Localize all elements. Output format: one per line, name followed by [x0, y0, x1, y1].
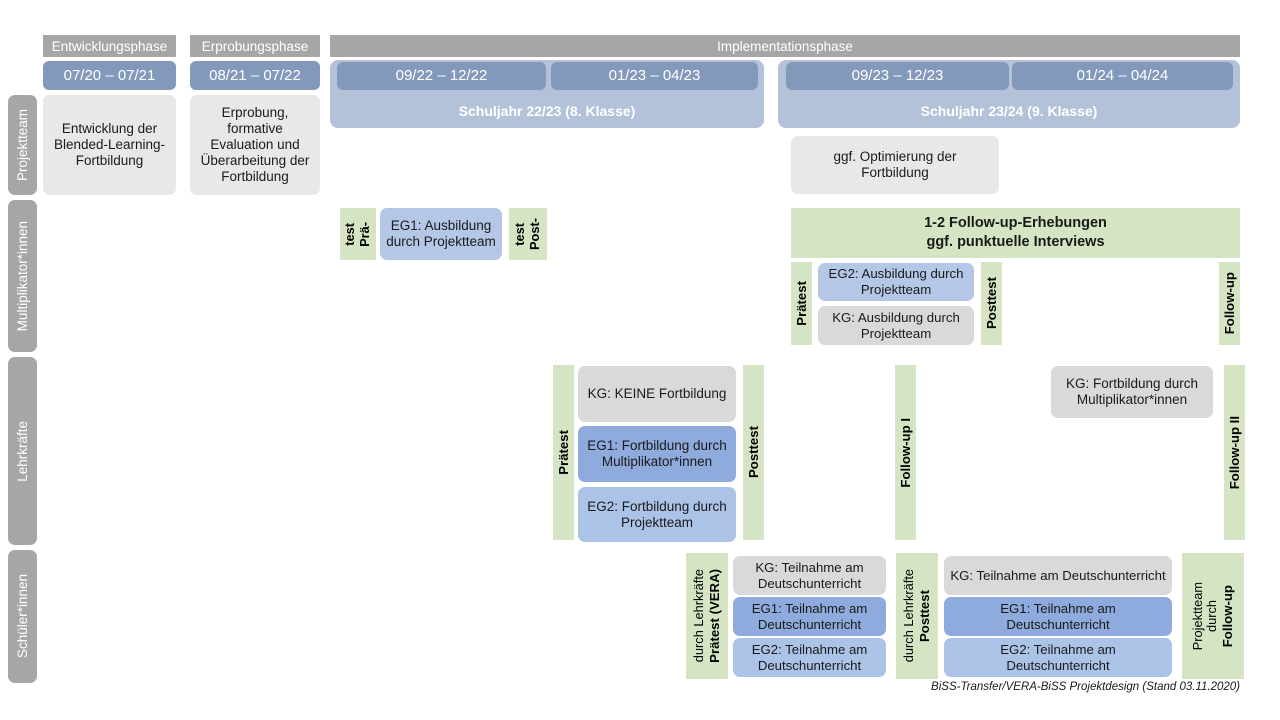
posttest-label: Posttest: [983, 277, 999, 330]
multiplikator-praetest-1: test Prä-: [340, 208, 376, 260]
projektteam-entwicklung-label: Entwicklung der Blended-Learning-Fortbil…: [53, 121, 166, 168]
multiplikator-posttest-2: Posttest: [981, 262, 1002, 345]
praetest-line-2: test: [342, 222, 358, 246]
projektteam-erprobung-label: Erprobung, formative Evaluation und Über…: [200, 105, 310, 184]
schueler-right-eg2-label: EG2: Teilnahme am Deutschunterricht: [1000, 641, 1116, 673]
footer-credit-text: BiSS-Transfer/VERA-BiSS Projektdesign (S…: [931, 681, 1240, 693]
school-year-label: Schuljahr 23/24 (9. Klasse): [920, 103, 1098, 119]
period-chip-0922-1222: 09/22 – 12/22: [337, 62, 546, 90]
phase-header-entwicklungsphase: Entwicklungsphase: [43, 35, 176, 57]
schueler-left-eg1-box: EG1: Teilnahme am Deutschunterricht: [733, 597, 886, 636]
multiplikator-praetest-2: Prätest: [791, 262, 812, 345]
schueler-left-kg-label: KG: Teilnahme am Deutschunterricht: [755, 559, 864, 591]
multiplikator-kg-box: KG: Ausbildung durch Projektteam: [818, 306, 974, 345]
followup-1-label: Follow-up I: [897, 417, 913, 488]
followup-banner-line-2: ggf. punktuelle Interviews: [926, 234, 1105, 250]
row-label-text: Lehrkräfte: [15, 420, 30, 482]
phase-header-implementationsphase: Implementationsphase: [330, 35, 1240, 57]
schueler-left-eg1-label: EG1: Teilnahme am Deutschunterricht: [751, 600, 868, 632]
row-label-multiplikatorinnen: Multiplikator*innen: [8, 200, 37, 352]
period-chip-0923-1223: 09/23 – 12/23: [786, 62, 1009, 90]
school-year-label: Schuljahr 22/23 (8. Klasse): [458, 103, 636, 119]
lehrkraefte-eg1-label: EG1: Fortbildung durch Multiplikator*inn…: [587, 438, 727, 469]
phase-header-label: Erprobungsphase: [201, 38, 309, 54]
schueler-right-eg1-label: EG1: Teilnahme am Deutschunterricht: [1000, 600, 1116, 632]
schueler-right-kg-label: KG: Teilnahme am Deutschunterricht: [950, 567, 1166, 583]
row-label-text: Multiplikator*innen: [15, 220, 30, 332]
row-label-text: Projektteam: [15, 108, 30, 182]
row-label-projektteam: Projektteam: [8, 95, 37, 195]
posttest-bold-label: Posttest: [916, 589, 932, 643]
followup-sub1-label: durch: [1204, 599, 1220, 632]
schueler-left-eg2-box: EG2: Teilnahme am Deutschunterricht: [733, 638, 886, 677]
schueler-left-kg-box: KG: Teilnahme am Deutschunterricht: [733, 556, 886, 595]
lehrkraefte-kg-fortbildung-label: KG: Fortbildung durch Multiplikator*inne…: [1065, 376, 1199, 407]
period-label: 08/21 – 07/22: [209, 66, 301, 84]
projektteam-erprobung-box: Erprobung, formative Evaluation und Über…: [190, 95, 320, 195]
schueler-right-kg-box: KG: Teilnahme am Deutschunterricht: [944, 556, 1172, 595]
schueler-followup: Projektteam durch Follow-up: [1182, 553, 1244, 679]
lehrkraefte-followup-1: Follow-up I: [895, 365, 916, 540]
multiplikator-eg1-box: EG1: Ausbildung durch Projektteam: [380, 208, 502, 260]
multiplikator-followup-banner: 1-2 Follow-up-Erhebungen ggf. punktuelle…: [791, 208, 1240, 258]
period-chip-0124-0424: 01/24 – 04/24: [1012, 62, 1233, 90]
multiplikator-eg2-label: EG2: Ausbildung durch Projektteam: [828, 266, 964, 297]
schueler-praetest-vera: durch Lehrkräfte Prätest (VERA): [686, 553, 728, 679]
lehrkraefte-kg-keine-label: KG: KEINE Fortbildung: [587, 386, 727, 402]
multiplikator-eg2-box: EG2: Ausbildung durch Projektteam: [818, 263, 974, 301]
row-label-text: Schüler*innen: [15, 574, 30, 659]
followup-bold-label: Follow-up: [1220, 584, 1236, 648]
footer-credit: BiSS-Transfer/VERA-BiSS Projektdesign (S…: [640, 681, 1240, 693]
lehrkraefte-followup-2: Follow-up II: [1224, 365, 1245, 540]
row-label-schuelerinnen: Schüler*innen: [8, 550, 37, 683]
period-label: 07/20 – 07/21: [63, 66, 156, 84]
posttest-line-2: test: [512, 222, 528, 246]
projektteam-entwicklung-box: Entwicklung der Blended-Learning-Fortbil…: [43, 95, 176, 195]
schueler-posttest: durch Lehrkräfte Posttest: [896, 553, 938, 679]
phase-header-label: Entwicklungsphase: [51, 38, 168, 54]
schueler-left-eg2-label: EG2: Teilnahme am Deutschunterricht: [751, 641, 868, 673]
phase-header-label: Implementationsphase: [717, 38, 853, 54]
multiplikator-followup: Follow-up: [1219, 262, 1240, 345]
period-chip-0821-0722: 08/21 – 07/22: [190, 61, 320, 90]
lehrkraefte-posttest: Posttest: [743, 365, 764, 540]
followup-banner-line-1: 1-2 Follow-up-Erhebungen: [924, 215, 1107, 232]
lehrkraefte-eg1-box: EG1: Fortbildung durch Multiplikator*inn…: [578, 426, 736, 482]
projektteam-optimierung-label: ggf. Optimierung der Fortbildung: [833, 149, 957, 180]
period-chip-0123-0423: 01/23 – 04/23: [551, 62, 758, 90]
lehrkraefte-praetest: Prätest: [553, 365, 574, 540]
followup-label: Follow-up: [1221, 272, 1237, 335]
multiplikator-eg1-label: EG1: Ausbildung durch Projektteam: [386, 218, 496, 249]
posttest-sub-label: durch Lehrkräfte: [901, 569, 917, 663]
lehrkraefte-kg-fortbildung-box: KG: Fortbildung durch Multiplikator*inne…: [1051, 366, 1213, 418]
praetest-line-1: Prä-: [357, 221, 372, 247]
multiplikator-posttest-1: test Post-: [509, 208, 547, 260]
schueler-right-eg2-box: EG2: Teilnahme am Deutschunterricht: [944, 638, 1172, 677]
period-label: 09/22 – 12/22: [395, 67, 488, 85]
period-chip-0720-0721: 07/20 – 07/21: [43, 61, 176, 90]
projektteam-optimierung-box: ggf. Optimierung der Fortbildung: [791, 136, 999, 194]
followup-2-label: Follow-up II: [1226, 415, 1242, 490]
period-label: 01/24 – 04/24: [1076, 67, 1169, 85]
lehrkraefte-kg-keine-box: KG: KEINE Fortbildung: [578, 366, 736, 422]
posttest-label: Posttest: [745, 426, 761, 479]
posttest-line-1: Post-: [527, 218, 542, 250]
praetest-bold-label: Prätest (VERA): [706, 569, 722, 663]
phase-header-erprobungsphase: Erprobungsphase: [190, 35, 320, 57]
praetest-sub-label: durch Lehrkräfte: [691, 569, 707, 663]
period-label: 01/23 – 04/23: [608, 67, 701, 85]
period-label: 09/23 – 12/23: [851, 67, 944, 85]
lehrkraefte-eg2-label: EG2: Fortbildung durch Projektteam: [587, 498, 727, 530]
lehrkraefte-eg2-box: EG2: Fortbildung durch Projektteam: [578, 487, 736, 542]
row-label-lehrkraefte: Lehrkräfte: [8, 357, 37, 545]
multiplikator-kg-label: KG: Ausbildung durch Projektteam: [832, 309, 960, 341]
schueler-right-eg1-box: EG1: Teilnahme am Deutschunterricht: [944, 597, 1172, 636]
praetest-label: Prätest: [793, 281, 809, 326]
praetest-label: Prätest: [555, 430, 571, 475]
